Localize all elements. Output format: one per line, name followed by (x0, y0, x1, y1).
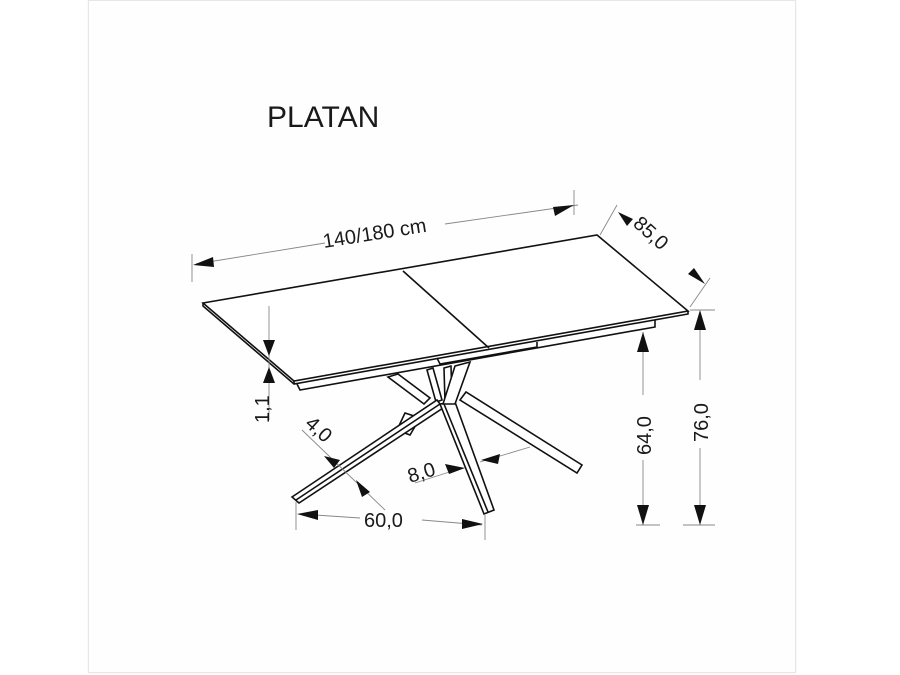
dimension-clearance-height: 64,0 (634, 332, 660, 526)
length-label: 140/180 cm (321, 215, 428, 253)
total-height-label: 76,0 (691, 403, 713, 442)
dimension-leg-front-width: 8,0 (405, 446, 531, 488)
table-base (290, 360, 584, 516)
clearance-height-label: 64,0 (634, 416, 656, 455)
dimension-leg-side-width: 4,0 (301, 412, 386, 511)
dimension-top-thickness: 1,1 (252, 306, 275, 423)
dimension-base-span: 60,0 (295, 502, 486, 540)
depth-label: 85,0 (629, 212, 673, 254)
product-title: PLATAN (267, 101, 379, 134)
table-top (201, 234, 690, 391)
dimension-total-height: 76,0 (683, 309, 715, 526)
leg-side-width-label: 4,0 (301, 412, 336, 447)
top-thickness-label: 1,1 (252, 395, 274, 423)
base-span-label: 60,0 (364, 510, 403, 532)
leg-front-width-label: 8,0 (405, 459, 438, 488)
